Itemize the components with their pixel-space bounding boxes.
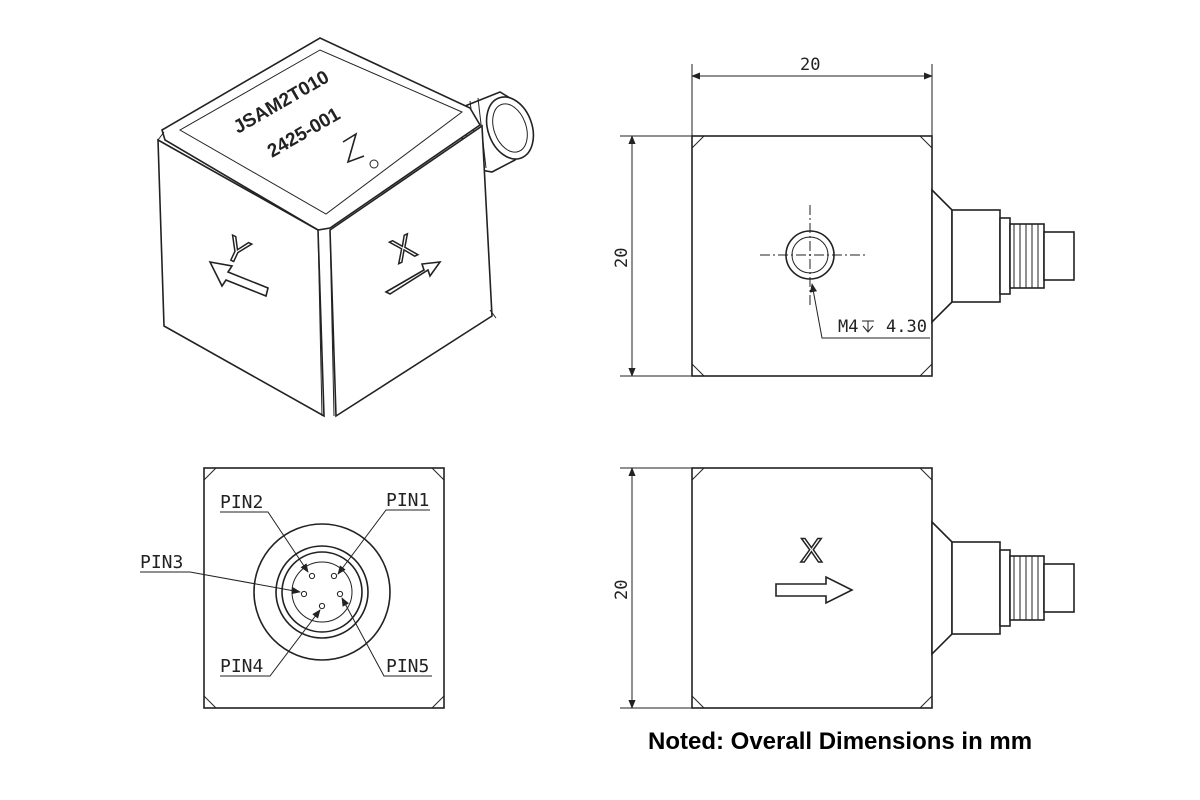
- side-view: 20 X: [612, 467, 1075, 709]
- connector-pins: [300, 572, 344, 610]
- top-height-dim: 20: [612, 248, 632, 268]
- side-axis-x: X: [775, 531, 854, 605]
- iso-right-face: [329, 124, 493, 418]
- side-thread: [1009, 555, 1045, 621]
- iso-top-face: [161, 37, 482, 231]
- top-thread: [1009, 223, 1045, 289]
- pin3-label: PIN3: [140, 552, 183, 573]
- top-mount-hole: M4 4.30: [760, 205, 930, 339]
- pin2-label: PIN2: [220, 492, 263, 513]
- isometric-view: JSAM2T010 2425-001 Y X: [157, 37, 535, 418]
- pin5-label: PIN5: [386, 656, 429, 677]
- iso-axis-z: [342, 132, 379, 169]
- side-height-dim: 20: [612, 580, 632, 600]
- thread-callout-size: M4: [838, 317, 858, 337]
- side-axis-x-label: X: [800, 532, 823, 570]
- dimensions-note: Noted: Overall Dimensions in mm: [648, 728, 1033, 755]
- top-width-dim: 20: [800, 55, 820, 75]
- top-view: 20 20 M4 4.30: [612, 55, 1075, 377]
- thread-callout-depth: 4.30: [886, 317, 927, 337]
- pin1-label: PIN1: [386, 490, 429, 511]
- connector-view: PIN1 PIN2 PIN3 PIN4 PIN5: [140, 467, 445, 709]
- pin4-label: PIN4: [220, 656, 263, 677]
